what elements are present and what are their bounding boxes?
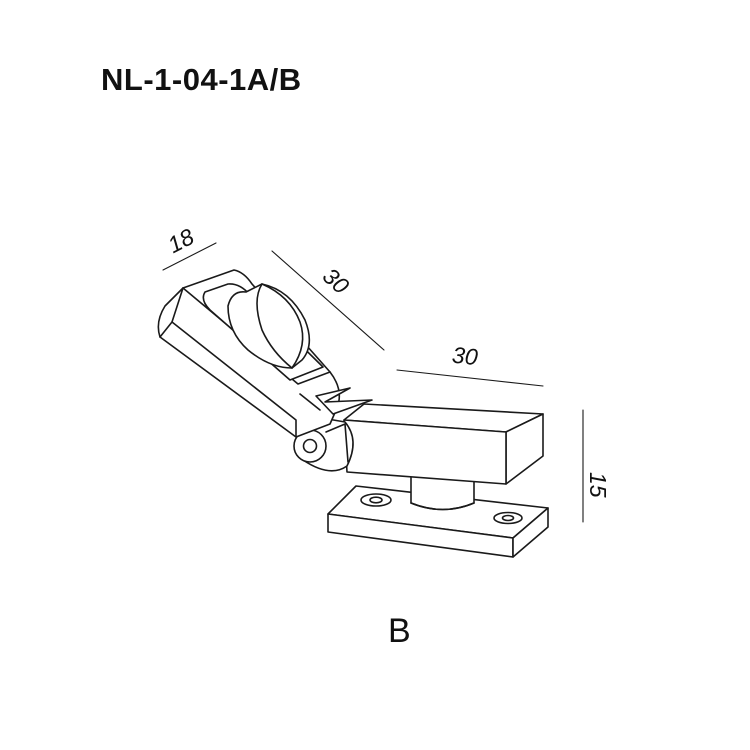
dim-line-30-arm xyxy=(271,250,385,351)
latch-knob xyxy=(227,283,311,369)
dim-line-30-bar xyxy=(396,369,544,387)
variant-label: B xyxy=(388,612,411,650)
dimension-lines xyxy=(162,242,584,523)
mounting-hole-left xyxy=(360,493,392,507)
dim-line-18 xyxy=(162,242,217,271)
dim-label-30-bar: 30 xyxy=(451,342,479,371)
product-code-title: NL-1-04-1A/B xyxy=(101,62,302,97)
dim-label-30-arm: 30 xyxy=(318,263,355,300)
dim-label-15: 15 xyxy=(585,472,611,498)
mounting-hole-right xyxy=(493,511,523,525)
base-plate xyxy=(327,485,549,558)
dim-label-18: 18 xyxy=(163,223,198,258)
support-post xyxy=(410,473,475,511)
horizontal-bar xyxy=(343,403,544,485)
